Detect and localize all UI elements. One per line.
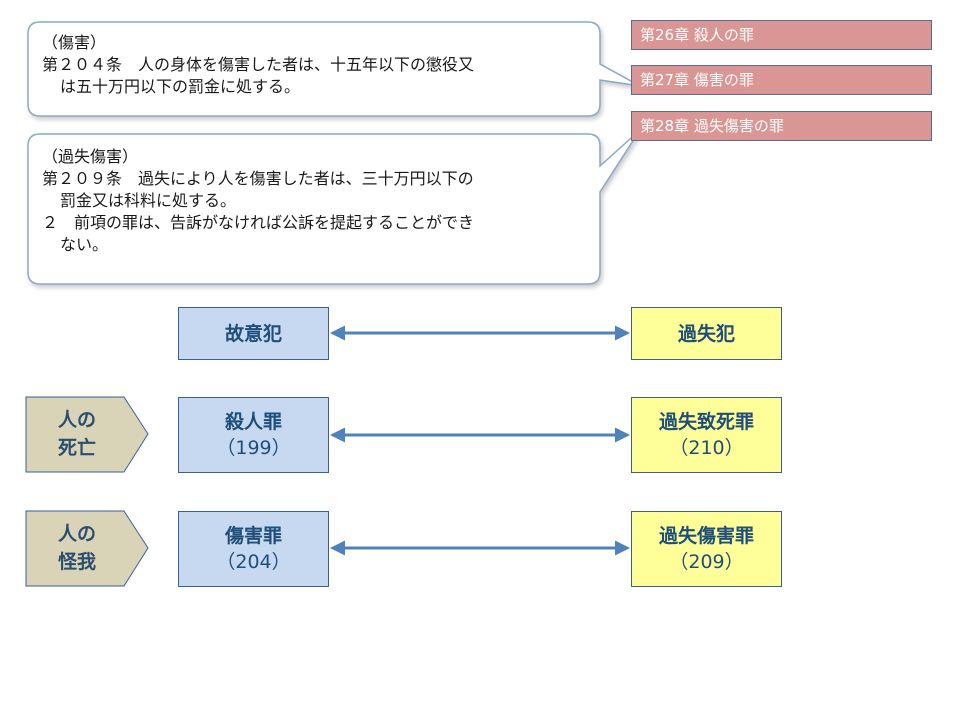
row-label-death: 人の 死亡 [32,406,122,462]
negligent-injury-box: 過失傷害罪 （209） [631,511,782,587]
article-text-line: 罰金又は科料に処する。 [60,191,237,210]
callout-bubbles [27,21,641,285]
bubble-heading: （過失傷害） [42,147,139,166]
negligent-homicide-box: 過失致死罪 （210） [631,397,782,473]
row-label-line: 死亡 [57,437,96,459]
box-title: 故意犯 [224,322,282,345]
bubble-shape-209 [27,129,641,285]
article-number: （204） [216,551,291,573]
article-text-line: ない。 [60,235,109,254]
row-label-line: 怪我 [57,551,96,573]
intentional-crime-header: 故意犯 [178,307,329,360]
box-title: 殺人罪 [224,411,282,433]
chapter-27-label: 第27章 傷害の罪 [631,65,932,95]
box-title: 過失傷害罪 [658,525,754,547]
row-label-injury: 人の 怪我 [32,520,122,576]
article-number: （209） [669,551,744,573]
bubble-heading: （傷害） [42,33,107,52]
article-text-line: は五十万円以下の罰金に処する。 [60,77,301,96]
bubble-article-209: （過失傷害） 第２０９条 過失により人を傷害した者は、三十万円以下の 罰金又は科… [42,146,474,256]
chapter-26-label: 第26章 殺人の罪 [631,20,932,50]
box-title: 傷害罪 [224,525,282,547]
negligent-crime-header: 過失犯 [631,307,782,360]
box-title: 過失犯 [677,322,735,345]
row-label-line: 人の [57,409,96,431]
bubble-shape-204 [27,21,641,117]
box-title: 過失致死罪 [658,411,754,433]
homicide-box: 殺人罪 （199） [178,397,329,473]
row-label-line: 人の [57,523,96,545]
article-text-line: 第２０９条 過失により人を傷害した者は、三十万円以下の [42,169,474,188]
article-number: （199） [216,437,291,459]
article-text-line: ２ 前項の罪は、告訴がなければ公訴を提起することができ [42,213,475,232]
article-text-line: 第２０４条 人の身体を傷害した者は、十五年以下の懲役又 [42,55,475,74]
bodily-injury-box: 傷害罪 （204） [178,511,329,587]
chapter-28-label: 第28章 過失傷害の罪 [631,111,932,141]
bubble-article-204: （傷害） 第２０４条 人の身体を傷害した者は、十五年以下の懲役又 は五十万円以下… [42,32,474,98]
article-number: （210） [669,437,744,459]
